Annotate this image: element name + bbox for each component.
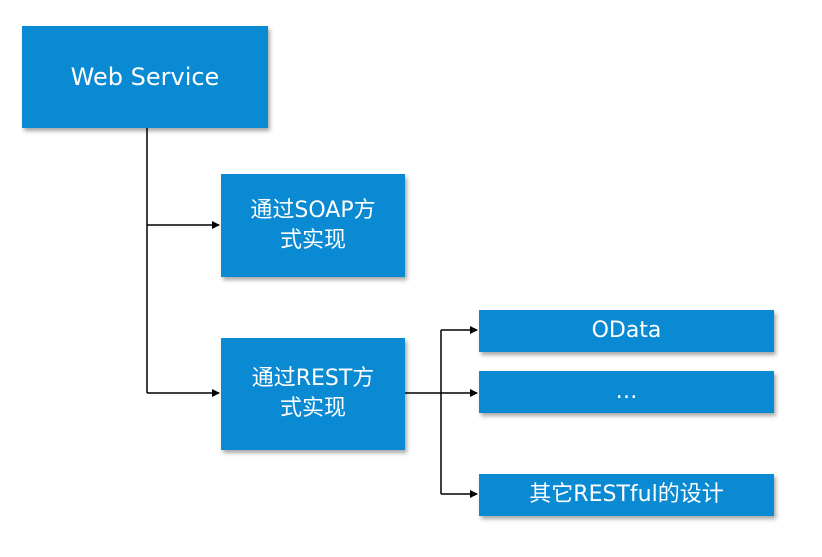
ellipsis-node: …	[479, 371, 774, 413]
odata-label: OData	[591, 318, 662, 344]
other-restful-node: 其它RESTful的设计	[479, 474, 774, 516]
rest-node: 通过REST方 式实现	[221, 338, 405, 450]
other-restful-label: 其它RESTful的设计	[529, 482, 724, 508]
web-service-label: Web Service	[70, 62, 220, 91]
web-service-node: Web Service	[22, 26, 268, 128]
soap-label: 通过SOAP方 式实现	[250, 197, 376, 253]
odata-node: OData	[479, 310, 774, 352]
soap-node: 通过SOAP方 式实现	[221, 174, 405, 277]
rest-label: 通过REST方 式实现	[251, 366, 375, 421]
ellipsis-label: …	[615, 379, 638, 405]
